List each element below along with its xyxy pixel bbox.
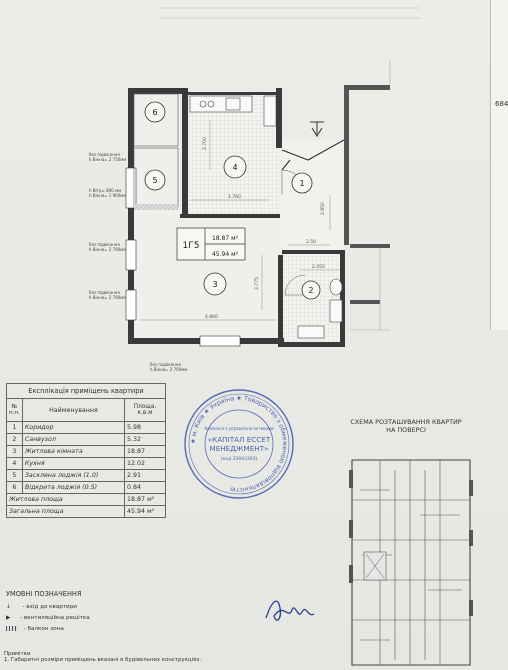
dim-label: 1.760 — [228, 194, 241, 200]
explication-table: Експлікація приміщень квартири № п.п. На… — [6, 383, 166, 518]
window-note: без підвіконня h Вікна= 2 750мм — [89, 152, 127, 162]
legend-entry-row: ↓ - вхід до квартири — [6, 604, 77, 610]
room-number-5: 5 — [152, 176, 157, 185]
legend-balcony-text: - балкон зона — [23, 626, 64, 632]
table-summary-row: Загальна площа 45.94 м² — [6, 505, 166, 518]
legend: УМОВНІ ПОЗНАЧЕННЯ ↓ - вхід до квартири ▶… — [6, 590, 90, 632]
notes-line: 1. Габаритні розміри приміщень вказані в… — [4, 657, 202, 663]
apartment-living-area: 18.87 м² — [212, 235, 239, 242]
room-number-1: 1 — [299, 179, 304, 188]
dim-label: 4.860 — [205, 314, 218, 320]
floor-plan: 6 5 4 1 3 2 2.50 2.850 2.450 1.760 4.860… — [125, 7, 420, 347]
dim-label: 2.700 — [202, 137, 208, 150]
notes: Примітки 1. Габаритні розміри приміщень … — [4, 651, 201, 663]
apartment-code: 1Г5 — [183, 241, 200, 251]
room-number-3: 3 — [212, 280, 217, 289]
dim-label: 2.50 — [306, 239, 316, 245]
company-seal: ★ м. Київ ★ Україна ★ Товариство з обмеж… — [184, 389, 294, 499]
header-name: Найменування — [21, 398, 126, 422]
row-name: Кухня — [21, 457, 126, 470]
balcony-hatch-icon — [6, 626, 18, 631]
notes-title: Примітки — [4, 651, 31, 657]
adjacent-page-edge — [490, 0, 508, 330]
room-number-2: 2 — [308, 286, 313, 295]
header-area: Площа, к.в.м — [124, 398, 166, 422]
window-note: h Вітр= 800 мм h Вікна= 1 900мм — [89, 188, 127, 198]
room-number-6: 6 — [152, 108, 157, 117]
legend-balcony-row: - балкон зона — [6, 626, 64, 632]
dim-label: 2.450 — [312, 264, 325, 270]
window-note: без підвіконня h Вікна= 2 700мм — [89, 242, 127, 252]
dim-label: 2.850 — [320, 202, 326, 215]
table-row: 3 Житлова кімната 18.87 — [6, 445, 166, 458]
header-num: № п.п. — [6, 398, 23, 422]
window-note: без підвіконня h Вікна= 2 700мм — [89, 290, 127, 300]
scheme-title: СХЕМА РОЗТАШУВАННЯ КВАРТИР НА ПОВЕРСІ — [350, 418, 462, 434]
dim-label: 3.775 — [254, 277, 260, 290]
window-note: без підвіконня h Вікна= 2 700мм — [150, 362, 188, 372]
table-row: 5 Засклена лоджія (1.0) 2.91 — [6, 469, 166, 482]
table-row: 4 Кухня 12.02 — [6, 457, 166, 470]
legend-entry-text: - вхід до квартири — [22, 604, 77, 610]
room-number-4: 4 — [232, 163, 237, 172]
entry-arrow-icon: ↓ — [6, 604, 11, 610]
seal-center-line1: «КАПІТАЛ ЕССЕТ — [208, 435, 271, 444]
table-row: 1 Коридор 5.98 — [6, 421, 166, 434]
apartment-total-area: 45.94 м² — [212, 251, 239, 258]
signature — [265, 600, 315, 621]
legend-vent-text: - вентиляційна решітка — [20, 615, 90, 621]
adjacent-page-number: 684 — [495, 100, 508, 108]
legend-vent-row: ▶ - вентиляційна решітка — [6, 615, 90, 621]
total-area-value: 45.94 м² — [124, 505, 166, 518]
legend-title: УМОВНІ ПОЗНАЧЕННЯ — [6, 590, 82, 598]
vent-triangle-icon: ▶ — [6, 615, 11, 621]
seal-code: (код 33943393) — [221, 456, 258, 462]
total-area-label: Загальна площа — [6, 505, 125, 518]
seal-small-text: Компанія з управління активами — [204, 426, 274, 431]
seal-center-line2: МЕНЕДЖМЕНТ» — [210, 444, 269, 453]
